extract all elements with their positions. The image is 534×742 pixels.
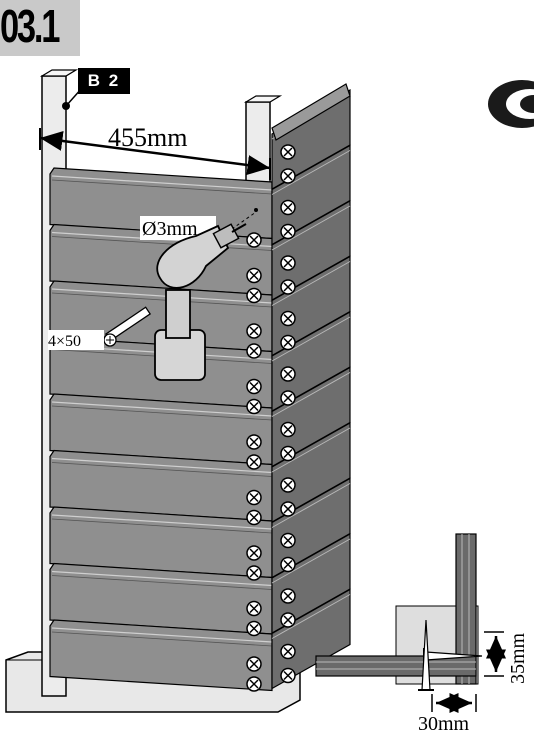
part-reference-badge: B 2: [78, 68, 130, 94]
front-panels: [49, 167, 273, 692]
post-spacing-label: 455mm: [108, 123, 187, 152]
screw-head: [246, 287, 262, 304]
screw-head: [280, 223, 296, 240]
screw-head: [246, 454, 262, 470]
screw-head: [246, 489, 262, 506]
screw-heads: [246, 144, 296, 692]
screw-head: [246, 545, 262, 561]
screw-head: [280, 144, 296, 160]
screw-head: [246, 267, 262, 284]
screw-head: [246, 620, 262, 637]
front-board: [49, 449, 273, 522]
screw-head: [246, 232, 262, 248]
screw-head: [280, 588, 296, 604]
screw-head: [246, 600, 262, 617]
screw-head: [246, 323, 262, 339]
screw-head: [246, 565, 262, 581]
screw-head: [246, 509, 262, 526]
screw-head: [280, 279, 296, 295]
detail-width-label: 30mm: [418, 713, 470, 735]
screw-head: [280, 501, 296, 517]
screw-head: [280, 556, 296, 573]
screw-head: [246, 676, 262, 692]
screw-head: [280, 667, 296, 684]
side-board: [271, 588, 351, 690]
screw-head: [280, 168, 296, 184]
side-top-panel: [271, 83, 351, 141]
screw-head: [280, 390, 296, 406]
post-spacing-dimension: 455mm: [39, 123, 271, 180]
screw-head: [280, 366, 296, 382]
front-board: [49, 167, 273, 240]
drill-bit-label: Ø3mm: [142, 218, 198, 240]
circular-arrow-icon: [488, 80, 534, 128]
side-panels: [271, 88, 351, 690]
corner-detail: 35mm 30mm: [315, 533, 529, 735]
detail-height-label: 35mm: [507, 632, 529, 684]
screw-head: [246, 398, 262, 415]
screw-head: [280, 445, 296, 462]
step-number-box: [0, 0, 80, 56]
screw-size-label: 4×50: [48, 333, 81, 350]
screw-head: [280, 643, 296, 660]
screw-head: [280, 334, 296, 351]
step-number: 03.1: [0, 0, 60, 52]
screw-head: [280, 199, 296, 216]
screw-head: [280, 255, 296, 271]
screw-head: [246, 343, 262, 359]
screw-head: [246, 656, 262, 672]
screw-head: [280, 421, 296, 438]
screw-head: [280, 612, 296, 628]
screw-head: [280, 477, 296, 493]
screw-head: [280, 532, 296, 549]
screw-head: [246, 434, 262, 450]
screw-icon: 4×50: [48, 306, 152, 350]
power-drill-icon: [154, 223, 247, 381]
screw-head: [246, 378, 262, 395]
screw-head: [280, 310, 296, 327]
